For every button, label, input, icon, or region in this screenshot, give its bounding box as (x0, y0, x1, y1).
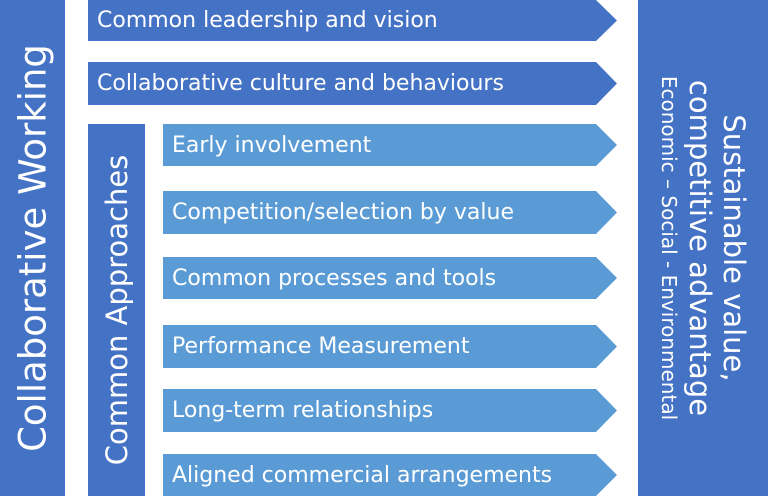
row-label: Common leadership and vision (97, 8, 438, 33)
approach-label: Performance Measurement (172, 334, 470, 359)
approach-aligned-commercial: Aligned commercial arrangements (163, 454, 617, 496)
collaborative-working-bar: Collaborative Working (0, 0, 65, 496)
approach-label: Competition/selection by value (172, 200, 514, 225)
outcome-line2: competitive advantage (683, 79, 717, 417)
outcome-text: Sustainable value, competitive advantage… (655, 18, 751, 478)
approach-common-processes: Common processes and tools (163, 257, 617, 299)
approach-label: Common processes and tools (172, 265, 497, 291)
outcome-line1: Sustainable value, (717, 114, 751, 382)
common-approaches-label: Common Approaches (99, 154, 134, 466)
approach-label: Aligned commercial arrangements (172, 462, 553, 488)
approach-label: Early involvement (172, 132, 372, 158)
common-approaches-bar: Common Approaches (88, 124, 145, 496)
row-common-leadership: Common leadership and vision (88, 0, 617, 41)
approach-long-term: Long-term relationships (163, 389, 617, 432)
approach-competition: Competition/selection by value (163, 191, 617, 234)
approach-early-involvement: Early involvement (163, 124, 617, 166)
row-collaborative-culture: Collaborative culture and behaviours (88, 62, 617, 105)
approach-label: Long-term relationships (172, 398, 434, 423)
outcome-subtitle: Economic – Social - Environmental (657, 75, 681, 421)
outcome-box: Sustainable value, competitive advantage… (638, 0, 768, 496)
approach-performance: Performance Measurement (163, 325, 617, 368)
collaborative-working-label: Collaborative Working (11, 44, 54, 452)
row-label: Collaborative culture and behaviours (97, 71, 504, 96)
